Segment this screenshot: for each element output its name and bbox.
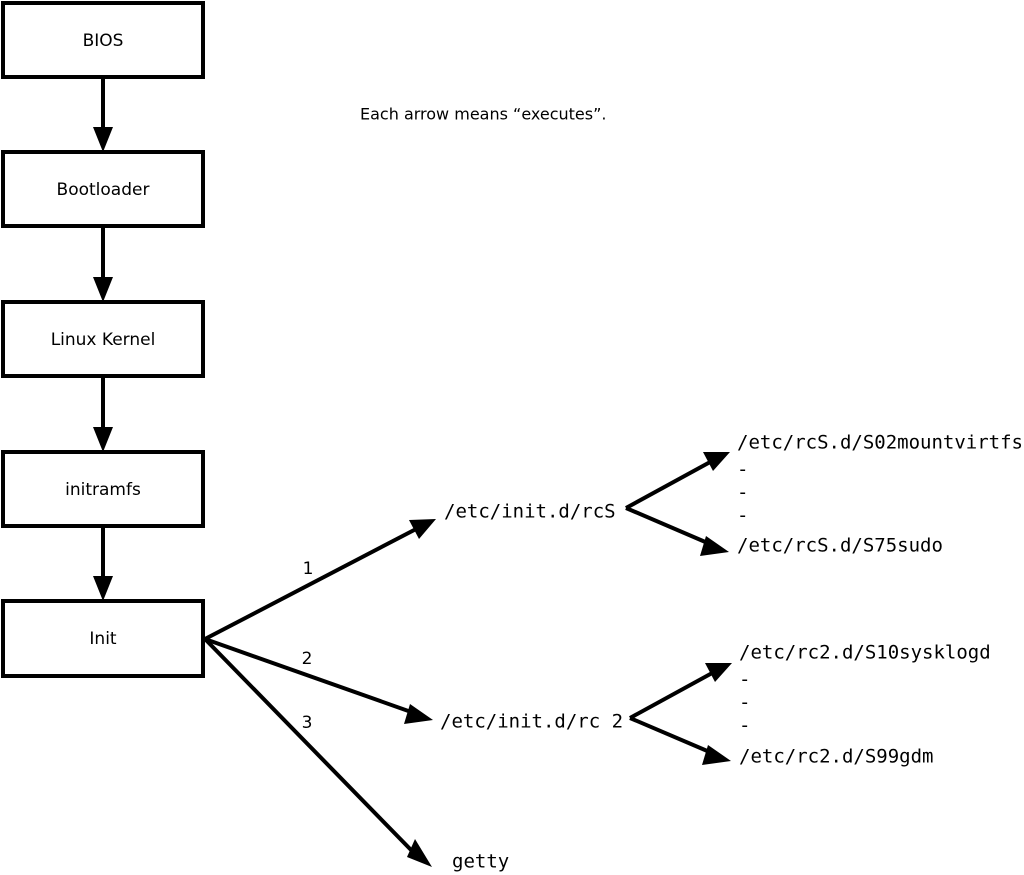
rcs-script-first: /etc/rcS.d/S02mountvirtfs [737,432,1023,454]
rcs-ellipsis-dash-3: - [737,505,748,527]
bios-box [1,1,205,79]
arrow-rc2-to-last-script [629,716,731,765]
branch-1-number: 1 [303,559,314,579]
rc2-ellipsis-dash-2: - [739,692,750,714]
arrow-init-branch-2 [204,637,433,724]
arrow-init-branch-1 [204,519,436,641]
init-label: Init [89,629,117,649]
rc2-script-first: /etc/rc2.d/S10sysklogd [739,642,991,664]
linux-kernel-label: Linux Kernel [51,330,156,350]
node-bios: BIOS [1,1,205,79]
node-bootloader: Bootloader [1,150,205,228]
rcs-target-label: /etc/init.d/rcS [444,501,616,523]
rcs-ellipsis-dash-1: - [737,459,748,481]
diagram-caption: Each arrow means “executes”. [360,105,606,124]
rcs-script-last: /etc/rcS.d/S75sudo [737,535,943,557]
node-initramfs: initramfs [1,450,205,528]
branch-2-number: 2 [302,649,313,669]
bios-label: BIOS [83,31,124,51]
bootloader-label: Bootloader [57,180,150,200]
rc2-ellipsis-dash-3: - [739,715,750,737]
node-linux-kernel: Linux Kernel [1,300,205,378]
arrow-init-branch-3 [203,637,432,867]
initramfs-label: initramfs [65,480,141,500]
rc2-script-last: /etc/rc2.d/S99gdm [739,746,933,768]
arrow-rcs-to-last-script [625,506,729,556]
arrow-rcs-to-first-script [625,452,730,510]
rc2-ellipsis-dash-1: - [739,669,750,691]
arrow-bootloader-to-kernel [93,226,113,302]
arrow-bios-to-bootloader [93,77,113,152]
branch-3-number: 3 [302,713,313,733]
initramfs-box [1,450,205,528]
arrow-kernel-to-initramfs [93,376,113,452]
rcs-ellipsis-dash-2: - [737,482,748,504]
arrow-rc2-to-first-script [629,663,732,720]
rc2-target-label: /etc/init.d/rc 2 [440,711,623,733]
arrow-initramfs-to-init [93,526,113,601]
node-init: Init [1,599,205,678]
getty-target-label: getty [452,851,509,873]
